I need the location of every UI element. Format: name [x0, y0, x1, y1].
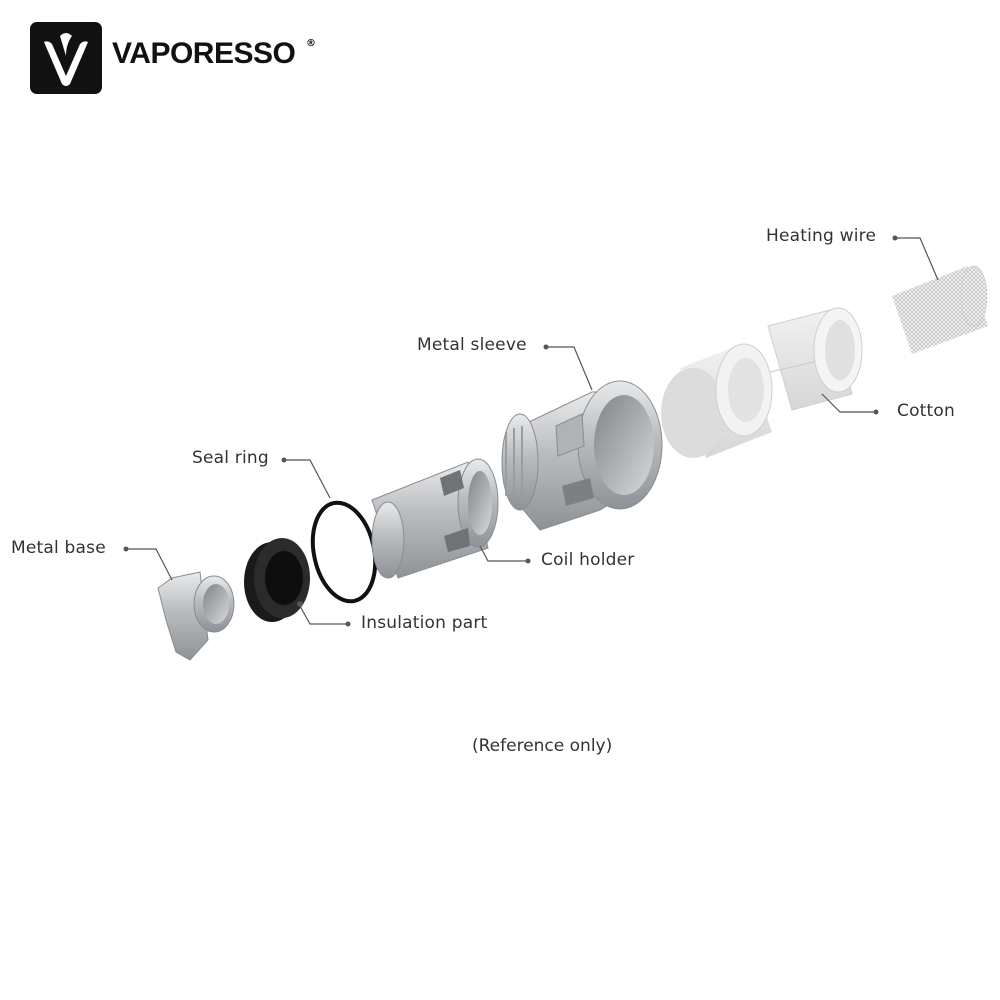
dot-seal-ring — [281, 457, 287, 463]
dot-coil-holder — [525, 558, 531, 564]
dot-metal-base — [123, 546, 129, 552]
dot-cotton — [873, 409, 879, 415]
leader-seal-ring — [284, 459, 331, 499]
cotton-inner-part — [767, 307, 863, 411]
dot-metal-sleeve — [543, 344, 549, 350]
label-heating-wire: Heating wire — [766, 226, 877, 246]
leader-coil-holder — [479, 545, 528, 562]
dot-insulation-part — [345, 621, 351, 627]
label-seal-ring: Seal ring — [192, 448, 269, 468]
leader-metal-sleeve — [546, 346, 593, 391]
brand-name: VAPORESSO — [112, 37, 296, 70]
coil-holder-part — [371, 458, 499, 579]
cotton-outer-part — [661, 343, 773, 458]
metal-base-part — [157, 571, 235, 661]
label-metal-sleeve: Metal sleeve — [417, 335, 527, 355]
label-insulation-part: Insulation part — [361, 613, 488, 633]
metal-sleeve-part — [501, 380, 663, 531]
leader-metal-base — [126, 548, 173, 581]
vaporesso-v-icon — [44, 33, 88, 86]
registered-mark: ® — [306, 38, 316, 49]
leader-lines — [126, 237, 939, 625]
leader-cotton — [821, 393, 876, 413]
label-coil-holder: Coil holder — [541, 550, 635, 570]
leader-dots — [123, 235, 898, 627]
label-metal-base: Metal base — [11, 538, 106, 558]
leader-heating-wire — [895, 237, 939, 281]
brand-logo-box — [30, 22, 102, 94]
leader-insulation-part — [299, 605, 348, 625]
dot-heating-wire — [892, 235, 898, 241]
label-cotton: Cotton — [897, 401, 955, 421]
seal-ring-part — [310, 500, 378, 604]
reference-caption: (Reference only) — [472, 736, 613, 756]
heating-wire-part — [892, 265, 988, 354]
insulation-part — [244, 538, 310, 622]
